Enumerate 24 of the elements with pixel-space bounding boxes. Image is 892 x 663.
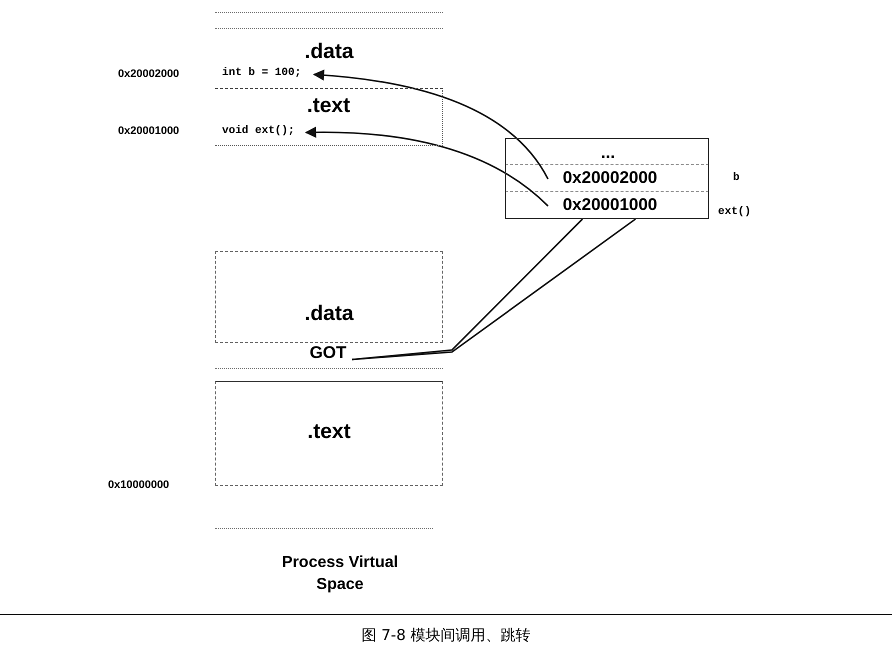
axis-caption: Process Virtual Space <box>280 553 400 595</box>
table-row-text: ... <box>591 143 625 165</box>
symbol-name: b <box>733 172 740 184</box>
arrow <box>304 126 549 207</box>
code-text: int b = 100; <box>222 67 314 82</box>
figure-caption: 图 7-8 模块间调用、跳转 <box>360 626 532 645</box>
section-title: .text <box>306 420 352 444</box>
address-label: 0x20002000 <box>118 68 180 80</box>
connector-line <box>352 218 636 360</box>
code-text: void ext(); <box>222 125 306 140</box>
section-title: .data <box>303 40 355 64</box>
memory-section <box>215 251 443 343</box>
section-title: .data <box>303 302 355 326</box>
symbol-name: ext() <box>718 206 752 218</box>
memory-section <box>215 90 443 146</box>
section-label: GOT <box>304 343 352 365</box>
address-label: 0x10000000 <box>108 479 170 491</box>
table-row-text: 0x20002000 <box>549 168 671 192</box>
table-row-text: 0x20001000 <box>549 195 671 219</box>
memory-section <box>215 381 443 486</box>
arrow <box>312 70 549 180</box>
section-title: .text <box>306 94 352 118</box>
got-table-box <box>505 138 709 219</box>
address-label: 0x20001000 <box>118 125 180 137</box>
